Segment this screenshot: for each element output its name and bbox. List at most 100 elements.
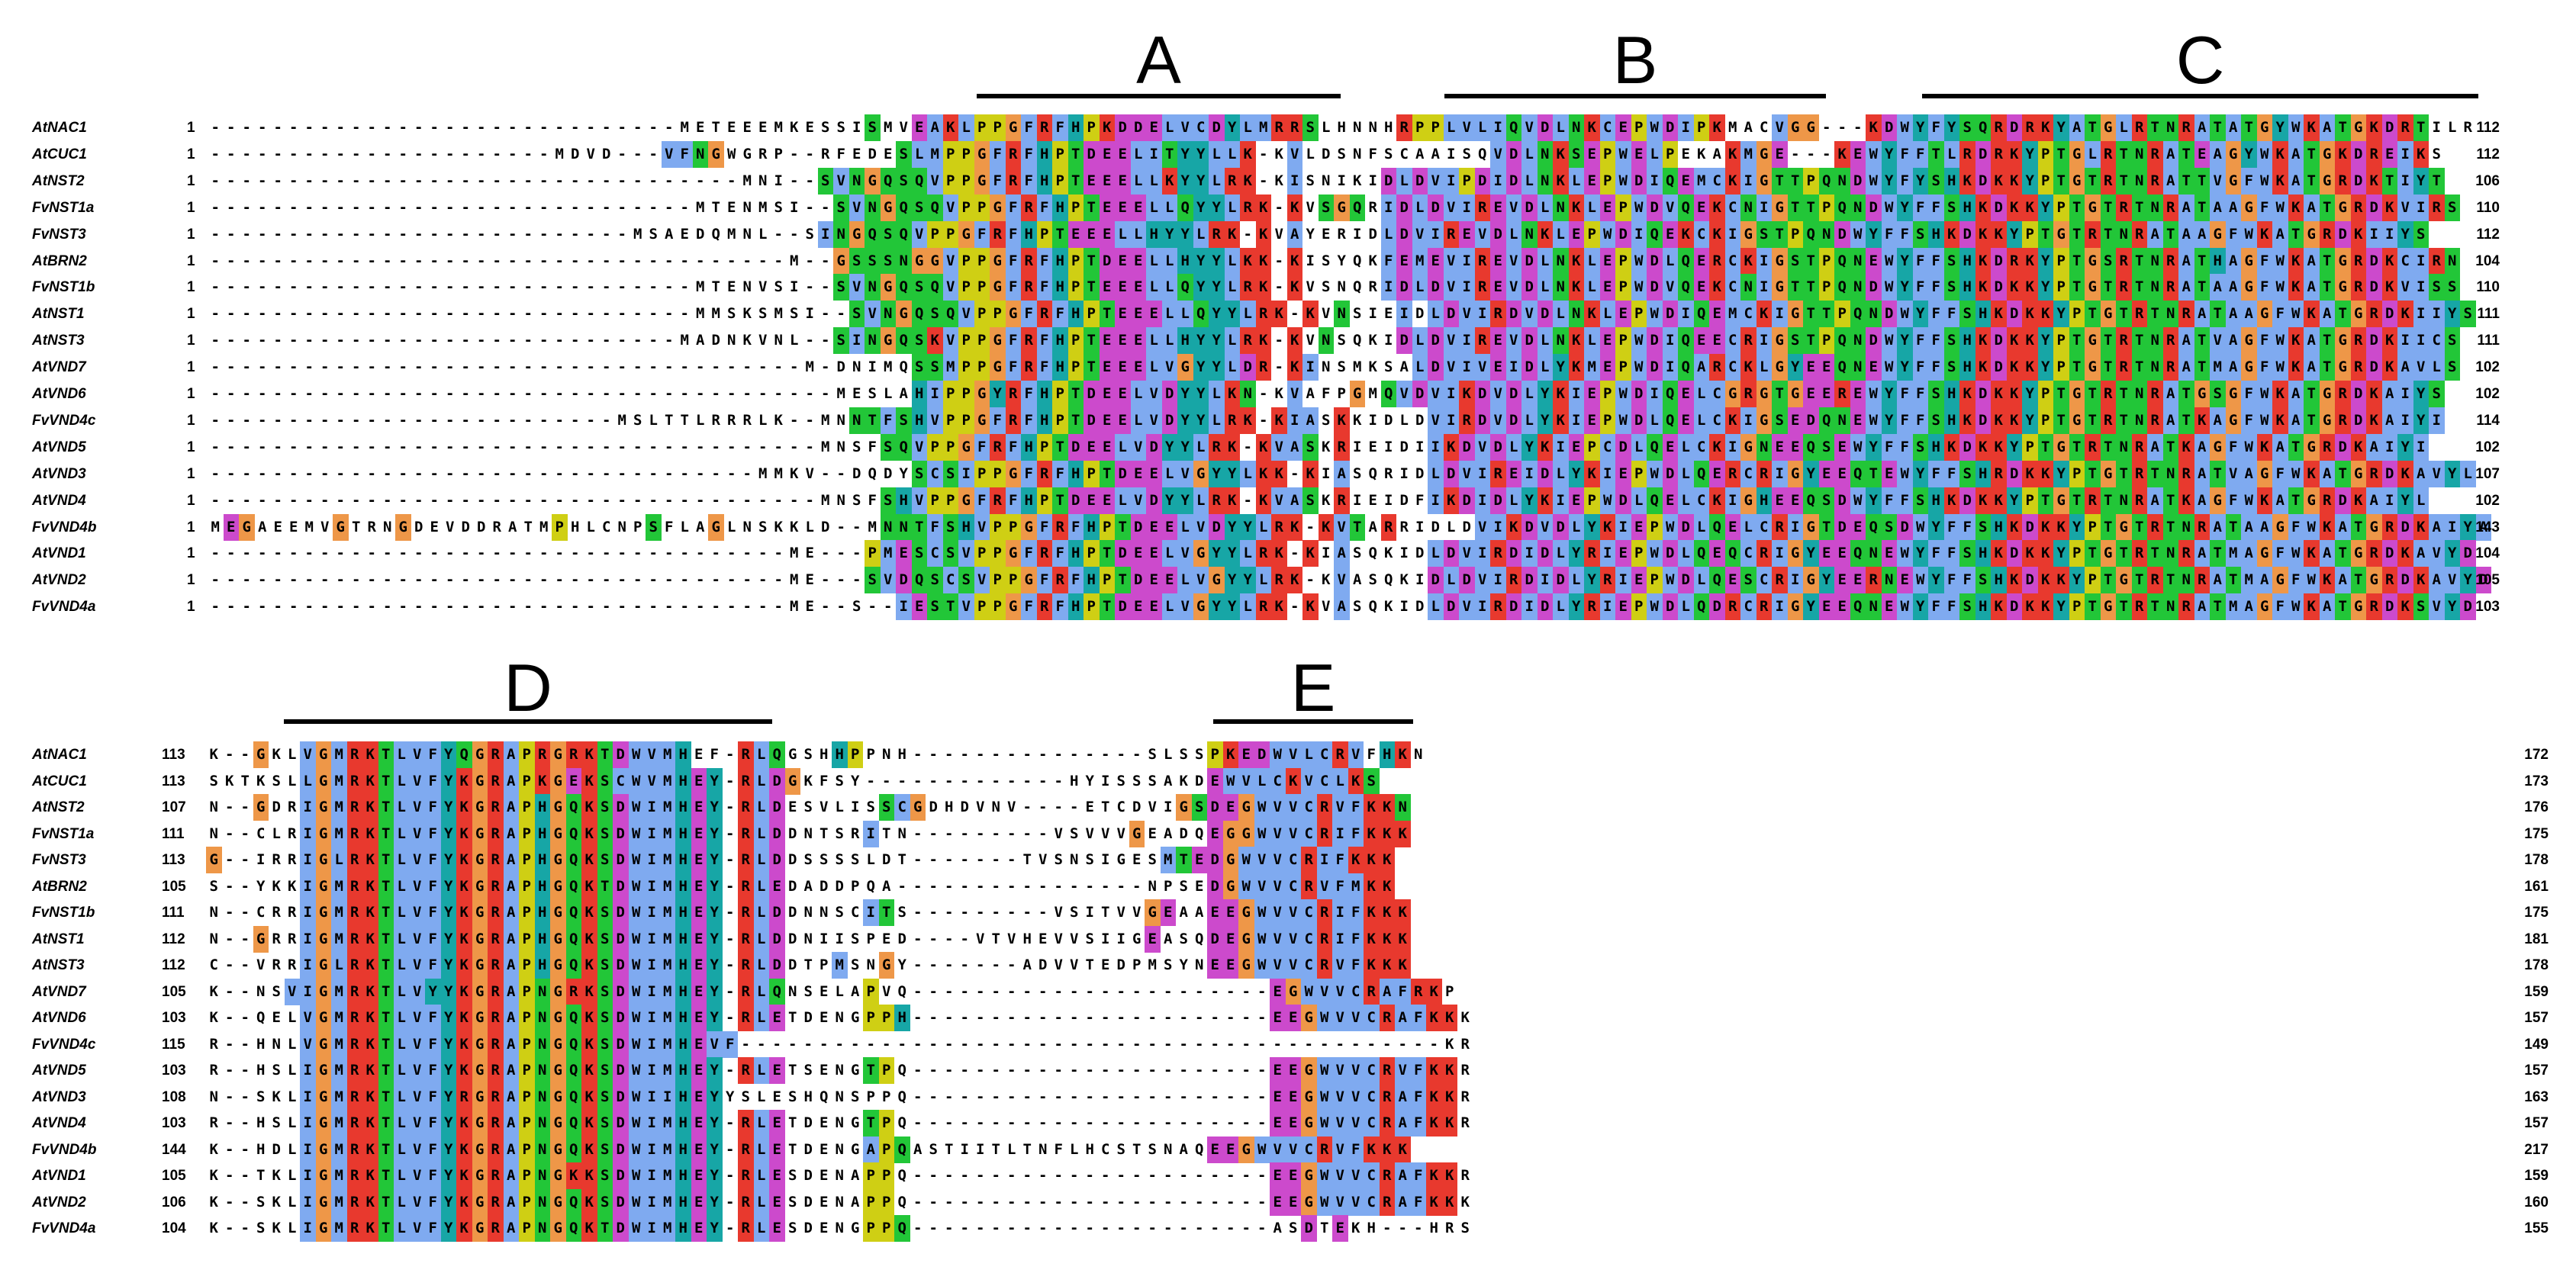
residue: - (411, 327, 427, 354)
residue: K (269, 1189, 285, 1216)
residue: - (1019, 873, 1035, 900)
residue: L (1631, 433, 1647, 461)
residue: G (911, 247, 927, 275)
residue: - (1082, 1110, 1098, 1137)
residue: I (1332, 820, 1348, 847)
residue: C (1740, 593, 1757, 621)
residue: - (255, 327, 271, 354)
residue: H (1067, 768, 1083, 795)
residue: K (1395, 952, 1411, 979)
residue: K (2350, 220, 2366, 248)
residue: - (1113, 1031, 1129, 1058)
residue: D (1991, 327, 2007, 355)
residue: K (1302, 460, 1319, 487)
residue: F (2256, 194, 2272, 221)
residue: M (659, 1030, 675, 1058)
residue: - (208, 461, 224, 487)
residue: I (957, 1137, 973, 1163)
residue: T (1161, 140, 1177, 168)
residue: - (630, 567, 646, 593)
residue: - (724, 461, 740, 487)
residue: - (723, 1137, 739, 1163)
residue: V (253, 952, 269, 979)
residue: S (1943, 327, 1959, 355)
residue: R (488, 1030, 504, 1058)
residue: T (2178, 407, 2194, 434)
residue: S (630, 407, 646, 434)
residue: P (1693, 114, 1709, 141)
residue: K (1943, 487, 1959, 514)
residue: K (1395, 820, 1411, 847)
residue: Y (1897, 194, 1913, 221)
residue: L (1130, 381, 1146, 407)
residue: R (1379, 1110, 1395, 1137)
residue: S (1365, 567, 1381, 593)
residue: R (2100, 140, 2116, 168)
residue: I (1678, 114, 1694, 141)
residue: R (2131, 114, 2147, 141)
residue: V (1348, 741, 1364, 768)
residue: - (489, 248, 505, 275)
residue: L (1209, 140, 1225, 168)
residue: N (1365, 114, 1381, 141)
residue: W (1254, 820, 1270, 847)
residue: W (628, 1030, 644, 1058)
residue: - (833, 593, 849, 620)
residue: R (2116, 327, 2132, 355)
residue: E (691, 1136, 707, 1163)
residue: G (253, 741, 269, 768)
residue: - (787, 434, 803, 461)
residue: - (489, 168, 505, 195)
residue: - (1051, 979, 1067, 1005)
residue: D (2335, 487, 2351, 514)
residue: P (1615, 247, 1631, 275)
residue: - (520, 274, 536, 301)
residue: K (206, 1005, 222, 1031)
residue: N (739, 195, 755, 221)
residue: - (1035, 1162, 1051, 1189)
residue: - (458, 168, 474, 195)
residue: K (1271, 593, 1287, 621)
residue: E (1584, 140, 1600, 168)
residue: A (1395, 1110, 1411, 1137)
residue: T (2069, 194, 2085, 221)
residue: F (1005, 354, 1021, 381)
residue: K (2006, 513, 2022, 541)
residue: K (1537, 220, 1553, 248)
residue: W (1301, 978, 1317, 1005)
residue: R (1991, 460, 2007, 487)
residue: P (1036, 220, 1052, 248)
residue: - (364, 168, 380, 195)
residue: D (1537, 540, 1553, 567)
residue: - (1287, 593, 1303, 620)
residue: G (2225, 167, 2241, 195)
residue: R (2335, 407, 2351, 434)
residue: P (927, 433, 943, 461)
residue: V (848, 194, 865, 221)
residue: V (1270, 873, 1286, 900)
residue: - (349, 168, 365, 195)
residue: A (2319, 540, 2335, 567)
residue: T (2304, 407, 2320, 434)
residue: I (1396, 540, 1412, 567)
residue: K (1975, 274, 1991, 301)
residue: - (1019, 741, 1035, 768)
residue: D (613, 1005, 629, 1031)
residue: V (802, 461, 818, 487)
residue: M (659, 1188, 675, 1216)
residue: K (456, 767, 472, 795)
residue: G (974, 407, 990, 434)
residue: - (646, 434, 662, 461)
residue: - (1113, 1189, 1129, 1216)
residue: K (2037, 593, 2053, 621)
sequence-end-position: 143 (2454, 520, 2500, 535)
residue: I (644, 978, 660, 1005)
residue: D (1866, 194, 1882, 221)
residue: Y (425, 978, 441, 1005)
residue: G (2100, 593, 2116, 621)
residue: F (2288, 513, 2304, 541)
residue: S (597, 1188, 613, 1216)
residue: - (286, 114, 302, 141)
residue: M (659, 978, 675, 1005)
residue: P (942, 433, 958, 461)
